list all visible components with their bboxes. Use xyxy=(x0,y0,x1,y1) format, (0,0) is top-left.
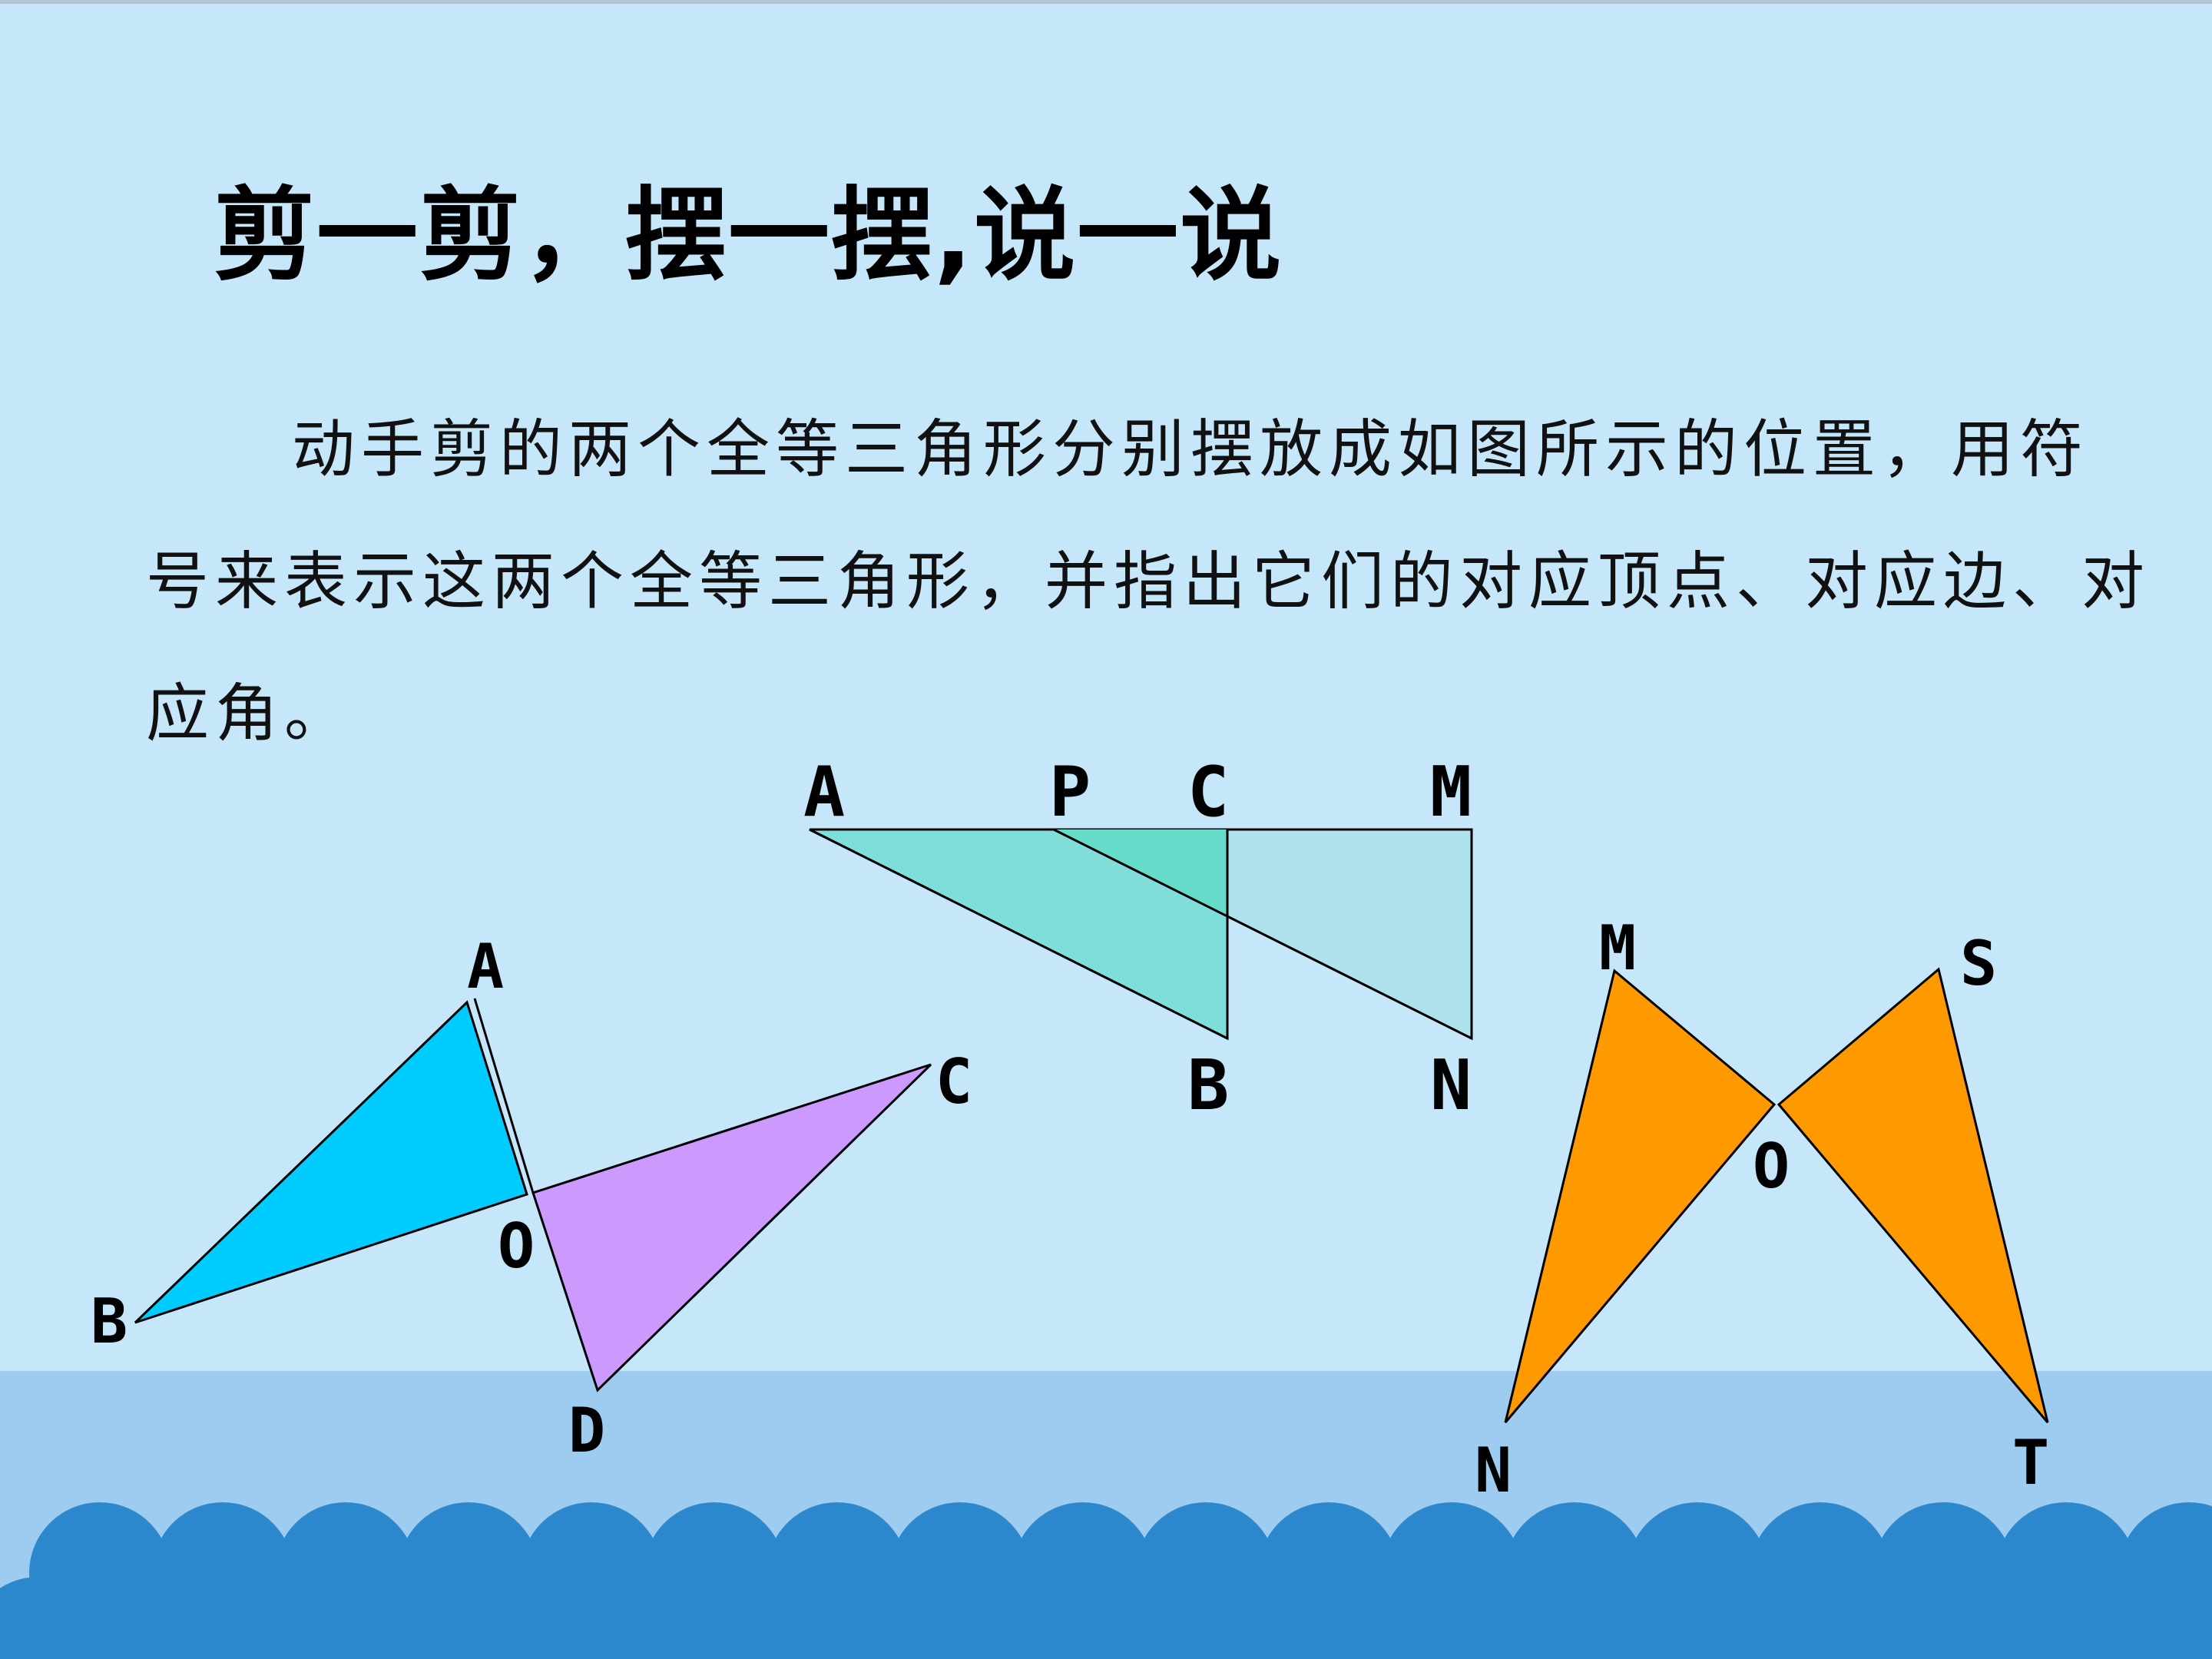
fig2-label-b: B xyxy=(1187,1045,1229,1126)
fig2-label-a: A xyxy=(803,752,845,833)
wave-scallop xyxy=(0,1577,109,1659)
slide-title: 剪一剪，摆一摆,说一说 xyxy=(214,177,1283,295)
wave-scallop xyxy=(459,1577,601,1659)
problem-paragraph: 动手剪的两个全等三角形分别摆放成如图所示的位置，用符号来表示这两个全等三角形，并… xyxy=(146,413,2151,750)
fig3-label-o: O xyxy=(1753,1131,1790,1202)
top-border xyxy=(0,0,2212,4)
wave-scallop xyxy=(705,1577,846,1659)
figure-1: A B O C D xyxy=(91,931,972,1466)
fig3-label-m: M xyxy=(1599,912,1636,984)
wave-scallop xyxy=(951,1577,1092,1659)
triangle-cdo xyxy=(531,1063,932,1392)
triangle-sot xyxy=(1777,967,2049,1423)
figure-3: M S O N T xyxy=(1475,912,2049,1506)
fig1-label-a: A xyxy=(467,931,504,1002)
wave-scallop xyxy=(1565,1577,1707,1659)
fig1-label-c: C xyxy=(935,1046,972,1118)
wave-scallop xyxy=(582,1577,724,1659)
wave-scallop xyxy=(2180,1588,2212,1659)
wave-scallop xyxy=(828,1577,969,1659)
wave-scallop xyxy=(1688,1577,1830,1659)
fig1-label-b: B xyxy=(91,1286,127,1357)
triangle-abo xyxy=(134,1000,528,1324)
wave-scallop xyxy=(91,1577,232,1659)
figure-2: A P C M B N xyxy=(803,752,1473,1126)
wave-scallop xyxy=(1074,1577,1215,1659)
fig2-label-p: P xyxy=(1049,752,1091,833)
fig2-label-n: N xyxy=(1430,1045,1472,1126)
edge-ao-double xyxy=(473,998,535,1194)
wave-scallop xyxy=(1197,1577,1338,1659)
wave-scallop xyxy=(2057,1577,2198,1659)
wave-scallop xyxy=(1811,1577,1952,1659)
wave-row-bottom xyxy=(0,1577,2212,1659)
edge-pn xyxy=(1053,828,1472,1040)
fig2-label-c: C xyxy=(1187,752,1229,833)
wave-scallop xyxy=(1320,1577,1461,1659)
wave-scallop xyxy=(1934,1577,2075,1659)
wave-scallop xyxy=(1442,1577,1584,1659)
fig3-label-n: N xyxy=(1475,1435,1512,1506)
fig3-label-t: T xyxy=(2012,1427,2049,1498)
fig2-label-m: M xyxy=(1430,752,1472,833)
triangle-mon xyxy=(1504,969,1777,1423)
wave-scallop xyxy=(336,1577,478,1659)
wave-scallop xyxy=(214,1577,355,1659)
fig1-label-o: O xyxy=(498,1210,535,1282)
edge-ab xyxy=(809,828,1228,1040)
fig1-label-d: D xyxy=(568,1395,605,1466)
fig3-label-s: S xyxy=(1960,928,1997,999)
